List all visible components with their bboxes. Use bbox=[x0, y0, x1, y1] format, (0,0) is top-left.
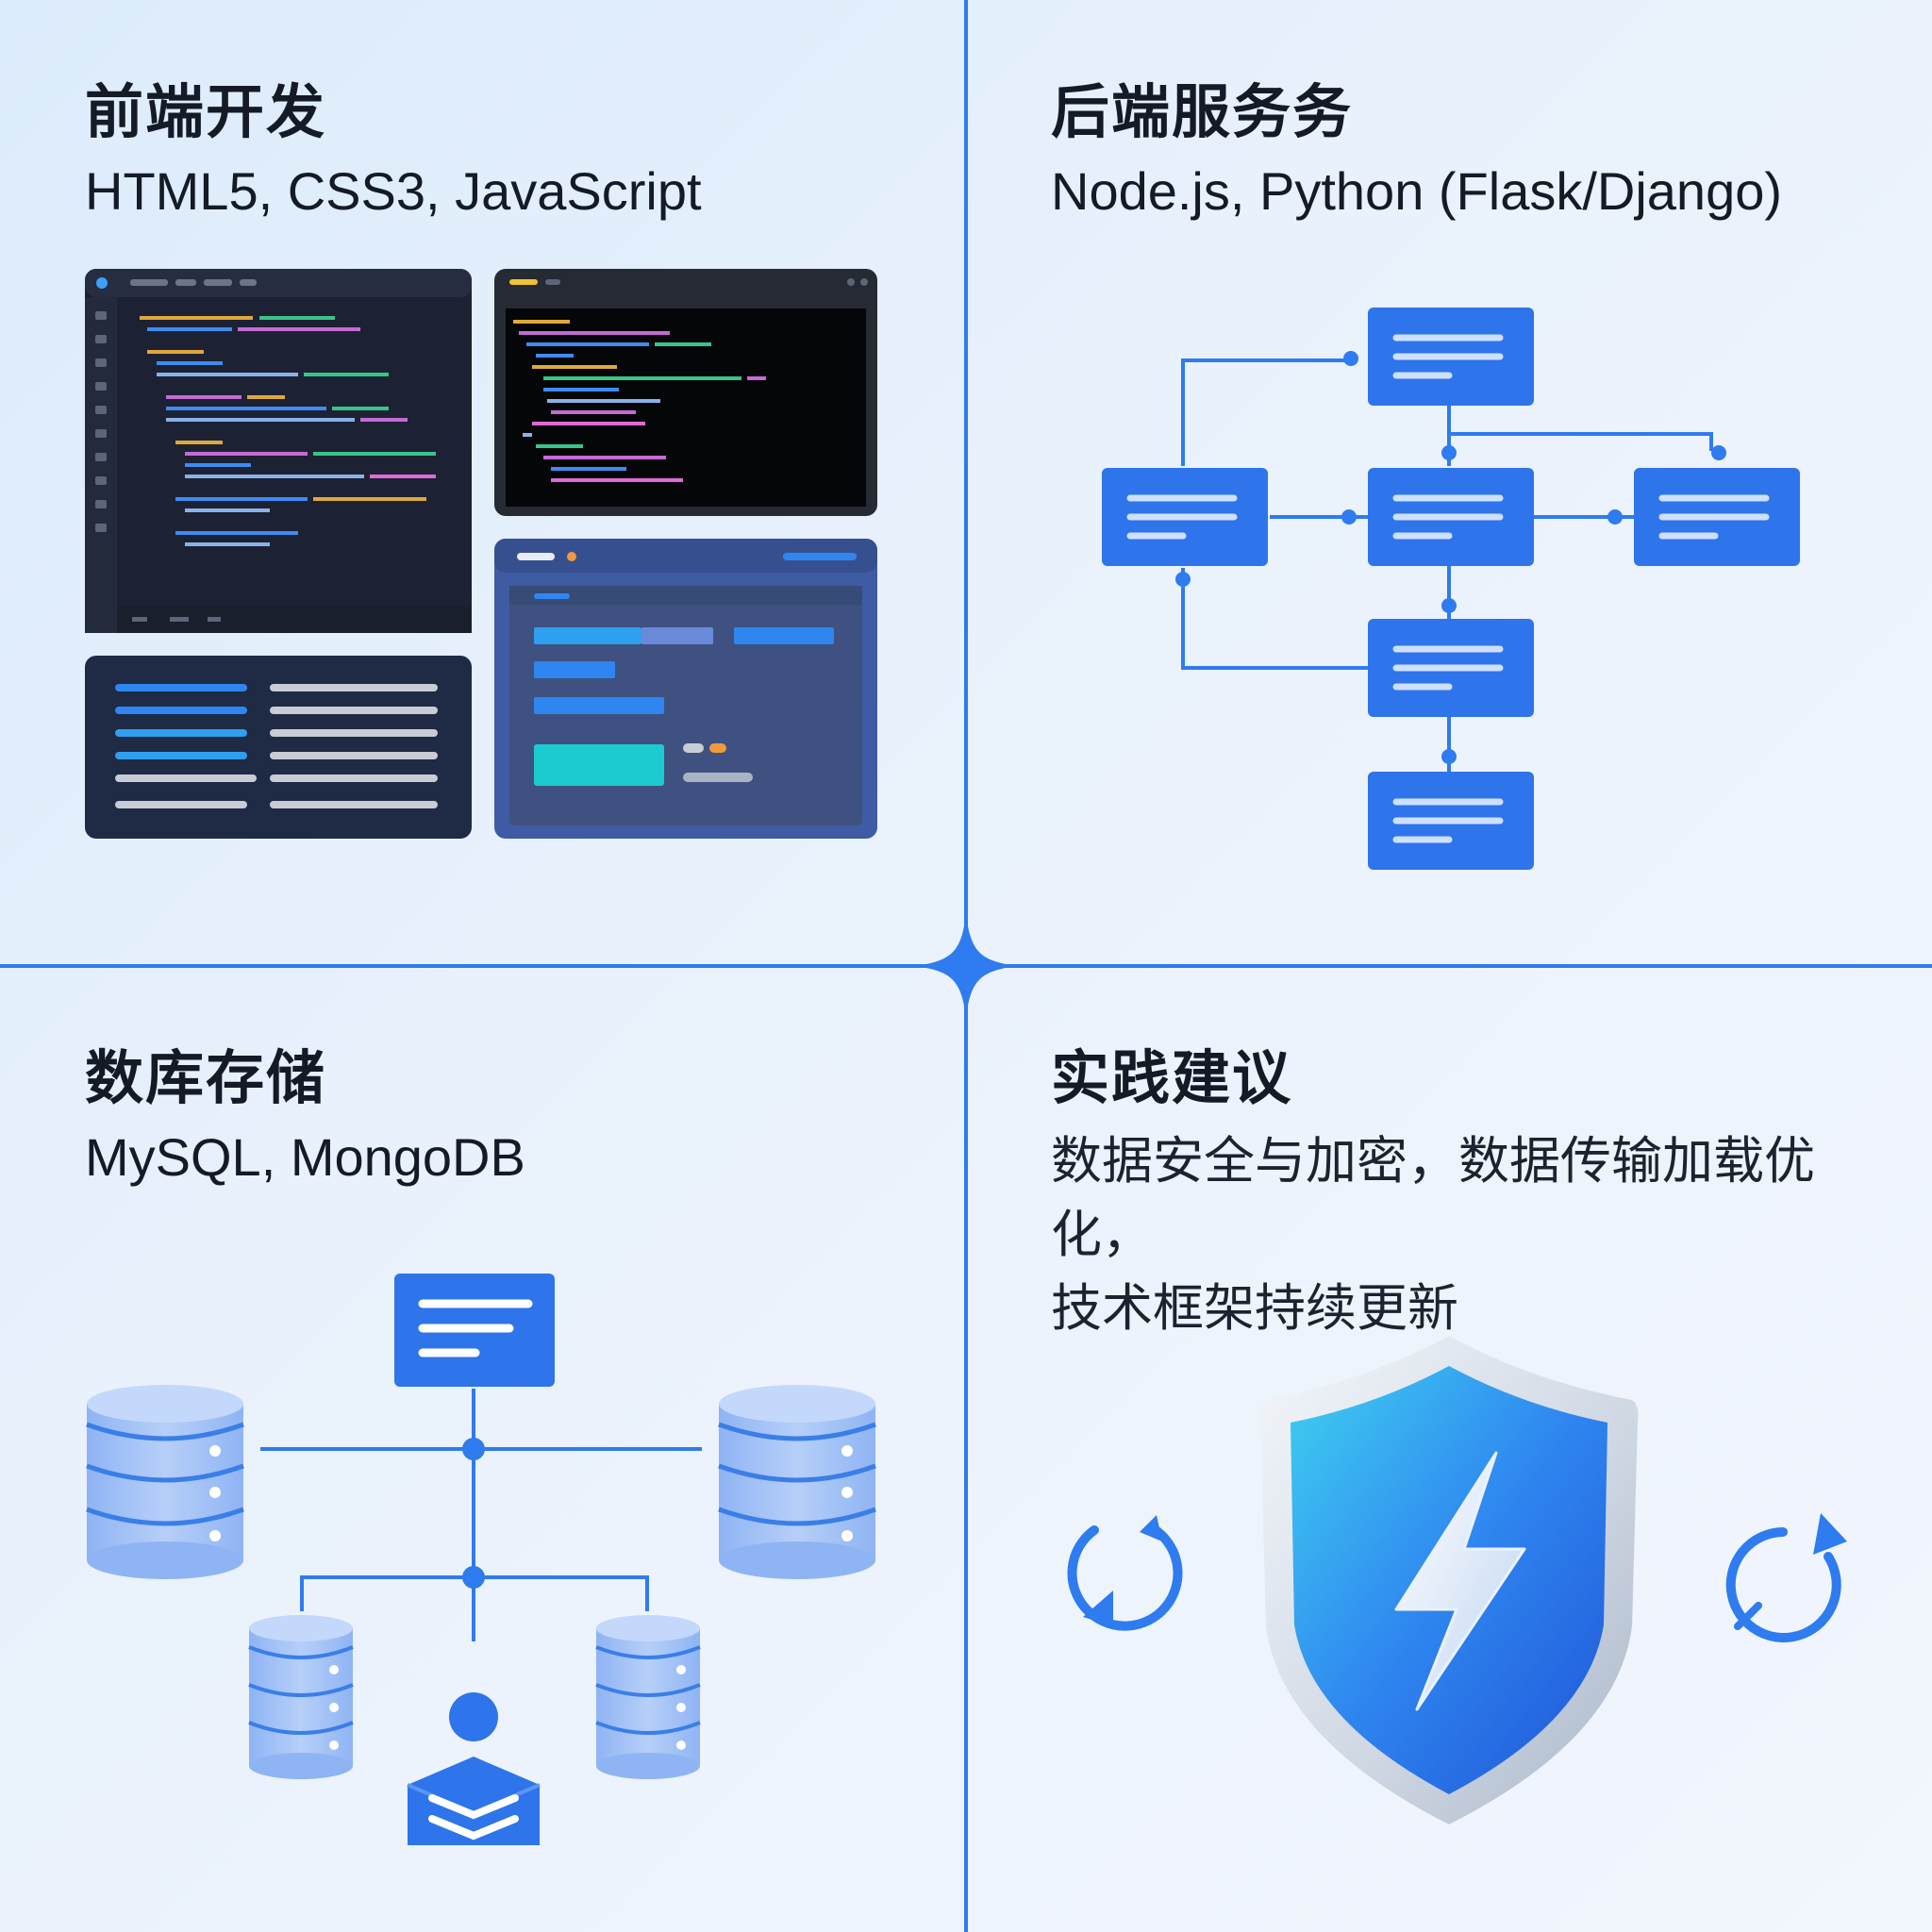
terminal-window-icon bbox=[494, 269, 877, 516]
database-cylinder-icon bbox=[718, 1385, 876, 1579]
database-cylinder-icon bbox=[248, 1615, 354, 1779]
shield-lightning-icon bbox=[1259, 1336, 1639, 1824]
practice-section: 实践建议 数据安全与加密，数据传输加载优化， 技术框架持续更新 bbox=[966, 966, 1932, 1932]
list-panel-icon bbox=[85, 656, 472, 839]
server-node-icon bbox=[1368, 772, 1534, 870]
server-node-icon bbox=[1368, 308, 1534, 406]
refresh-left-icon[interactable] bbox=[1057, 1504, 1189, 1636]
user-stack-icon bbox=[407, 1692, 541, 1845]
server-node-icon bbox=[1368, 468, 1534, 566]
code-editor-window-icon bbox=[85, 269, 472, 633]
database-cylinder-icon bbox=[595, 1615, 701, 1779]
practice-subtitle-line1: 数据安全与加密，数据传输加载优化， bbox=[1051, 1131, 1815, 1264]
dashboard-window-icon bbox=[494, 539, 877, 839]
frontend-section: 前端开发 HTML5, CSS3, JavaScript bbox=[0, 0, 966, 966]
server-node-diagram bbox=[1102, 308, 1800, 870]
server-node-icon bbox=[1368, 619, 1534, 717]
frontend-subtitle: HTML5, CSS3, JavaScript bbox=[85, 161, 702, 221]
refresh-right-icon[interactable] bbox=[1725, 1504, 1858, 1642]
backend-subtitle: Node.js, Python (Flask/Django) bbox=[1051, 161, 1783, 221]
database-diagram bbox=[86, 1274, 876, 1845]
database-title: 数库存储 bbox=[85, 1043, 327, 1112]
practice-subtitle-line2: 技术框架持续更新 bbox=[1051, 1278, 1458, 1338]
frontend-title: 前端开发 bbox=[85, 77, 327, 146]
practice-title: 实践建议 bbox=[1051, 1043, 1293, 1112]
center-star-icon bbox=[914, 914, 1018, 1018]
practice-subtitle: 数据安全与加密，数据传输加载优化， 技术框架持续更新 bbox=[1051, 1124, 1900, 1345]
backend-section: 后端服务务 Node.js, Python (Flask/Django) bbox=[966, 0, 1932, 966]
backend-title: 后端服务务 bbox=[1051, 77, 1354, 146]
database-subtitle: MySQL, MongoDB bbox=[85, 1127, 525, 1187]
server-node-icon bbox=[394, 1274, 555, 1387]
server-node-icon bbox=[1102, 468, 1268, 566]
server-node-icon bbox=[1634, 468, 1800, 566]
database-section: 数库存储 MySQL, MongoDB bbox=[0, 966, 966, 1932]
database-cylinder-icon bbox=[86, 1385, 244, 1579]
